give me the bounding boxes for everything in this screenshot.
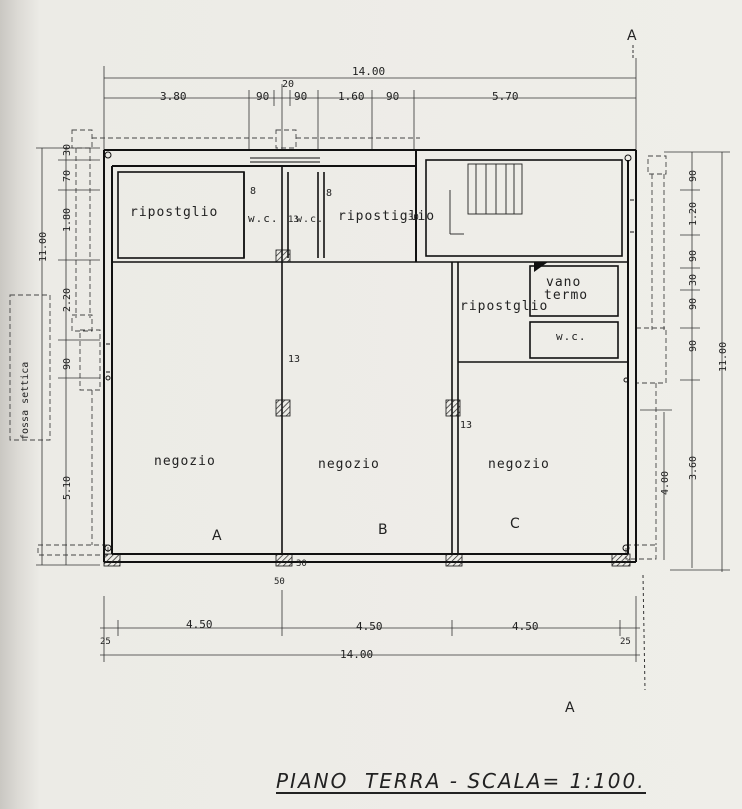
dim-right-5: 90: [688, 298, 699, 310]
room-label-ripostiglio-2: ripostiglio: [338, 209, 435, 224]
dim-overall-top: 14.00: [352, 65, 385, 78]
dim-overall-bottom: 14.00: [340, 648, 373, 661]
dim-right-2: 1.20: [688, 202, 699, 226]
dim-left-3: 1.80: [62, 208, 73, 232]
dim-top-4: 90: [294, 90, 307, 103]
columns: [103, 249, 631, 567]
dim-right-1: 90: [688, 170, 699, 182]
mark-4: 13: [288, 354, 300, 365]
dim-top-1: 3.80: [160, 90, 187, 103]
room-label-negozio-a: negozio: [154, 454, 216, 469]
dim-left-5: 90: [62, 358, 73, 370]
staircase: [449, 163, 523, 235]
dim-bottom-4: 4.50: [512, 620, 539, 633]
shop-letter-a: A: [212, 528, 222, 544]
dim-bottom-2: 4.50: [186, 618, 213, 631]
dim-bottom-1: 25: [100, 637, 111, 647]
section-mark-bottom: A: [565, 700, 575, 716]
room-label-negozio-b: negozio: [318, 457, 380, 472]
dim-left-2: 70: [62, 170, 73, 182]
top-dimensions: [103, 58, 637, 150]
room-label-termo: termo: [544, 288, 588, 303]
drawing-caption: PIANO TERRA - SCALA= 1:100.: [276, 769, 646, 794]
window-marks: [106, 157, 634, 373]
bottom-dimensions: [100, 590, 640, 662]
stair-arrow-icon: [534, 262, 548, 272]
dim-left-total: 11.00: [38, 232, 49, 262]
mark-3: 13: [288, 215, 299, 225]
mark-5: 30: [408, 213, 419, 223]
mark-1: 8: [250, 186, 256, 197]
dim-left-6: 5.10: [62, 476, 73, 500]
room-label-negozio-c: negozio: [488, 457, 550, 472]
dim-right-6: 90: [688, 340, 699, 352]
dim-top-3: 20: [282, 79, 294, 90]
foundation-outline: [9, 129, 667, 560]
room-label-ripostiglio-3: ripostglio: [460, 299, 548, 314]
mark-2: 8: [326, 188, 332, 199]
shop-letter-c: C: [510, 516, 520, 532]
dim-bottom-5: 25: [620, 637, 631, 647]
dim-left-4: 2.20: [62, 288, 73, 312]
dim-top-7: 5.70: [492, 90, 519, 103]
dim-top-2: 90: [256, 90, 269, 103]
room-label-wc-3: w.c.: [556, 330, 587, 343]
dim-top-6: 90: [386, 90, 399, 103]
room-label-vano: vano: [546, 275, 581, 290]
room-label-wc-2: w.c.: [296, 214, 324, 225]
shop-letter-b: B: [378, 522, 388, 538]
mark-8: 30: [296, 559, 307, 569]
left-dimensions: [36, 147, 100, 566]
dim-left-1: 30: [62, 144, 73, 156]
mark-7: 50: [274, 577, 285, 587]
mark-6: 13: [460, 420, 472, 431]
corner-marks: [104, 151, 632, 552]
dim-bottom-3: 4.50: [356, 620, 383, 633]
septic-tank-label: fossa settica: [20, 362, 31, 440]
dim-right-7: 3.60: [688, 456, 699, 480]
dim-right-total: 11.00: [718, 342, 729, 372]
dim-right-8: 4.00: [660, 471, 671, 495]
dim-right-3: 90: [688, 250, 699, 262]
section-mark-top: A: [627, 28, 637, 44]
section-line-bottom: [642, 574, 646, 691]
room-label-wc-1: w.c.: [248, 212, 279, 225]
dim-top-5: 1.60: [338, 90, 365, 103]
dim-right-4: 30: [688, 274, 699, 286]
exterior-walls: [103, 149, 637, 563]
right-dimensions: [640, 151, 730, 572]
room-label-ripostiglio-1: ripostglio: [130, 205, 218, 220]
